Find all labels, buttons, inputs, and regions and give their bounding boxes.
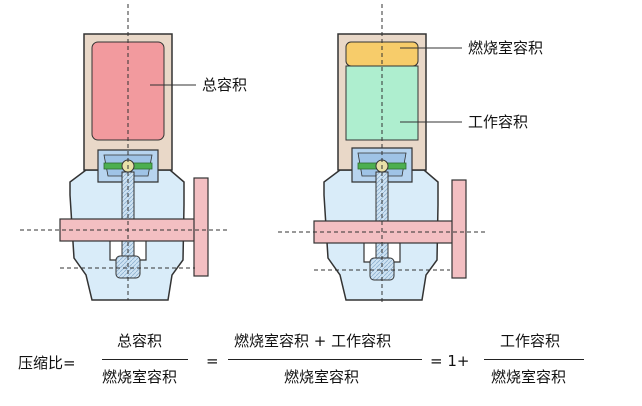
- formula-lhs: 压缩比=: [18, 354, 76, 372]
- fraction2-denominator: 燃烧室容积: [284, 368, 360, 386]
- left-crankshaft: [59, 218, 201, 242]
- fraction2-numerator: 燃烧室容积 + 工作容积: [234, 332, 392, 350]
- combustion-volume-label: 燃烧室容积: [468, 39, 543, 57]
- working-volume-label: 工作容积: [468, 113, 528, 131]
- formula-equals-2: = 1+: [430, 352, 470, 370]
- fraction3-numerator: 工作容积: [500, 332, 561, 350]
- fraction1-numerator: 总容积: [117, 332, 163, 350]
- fraction3-denominator: 燃烧室容积: [491, 368, 567, 386]
- left-engine: 总容积: [20, 4, 247, 301]
- fraction2-bar: [228, 359, 422, 360]
- fraction1-bar: [102, 359, 188, 360]
- fraction1-denominator: 燃烧室容积: [102, 368, 178, 386]
- right-flywheel: [451, 179, 467, 279]
- total-volume-label: 总容积: [202, 76, 247, 94]
- fraction3-bar: [484, 359, 584, 360]
- formula-equals-1: =: [206, 352, 219, 370]
- left-flywheel: [193, 177, 209, 277]
- right-engine: 燃烧室容积 工作容积: [278, 4, 543, 302]
- right-big-end: [369, 257, 395, 281]
- compression-ratio-formula: 压缩比= 总容积 燃烧室容积 = 燃烧室容积 + 工作容积 燃烧室容积 = 1+…: [0, 328, 642, 406]
- compression-ratio-diagram: 总容积 燃烧室容积 工作容积: [20, 4, 543, 302]
